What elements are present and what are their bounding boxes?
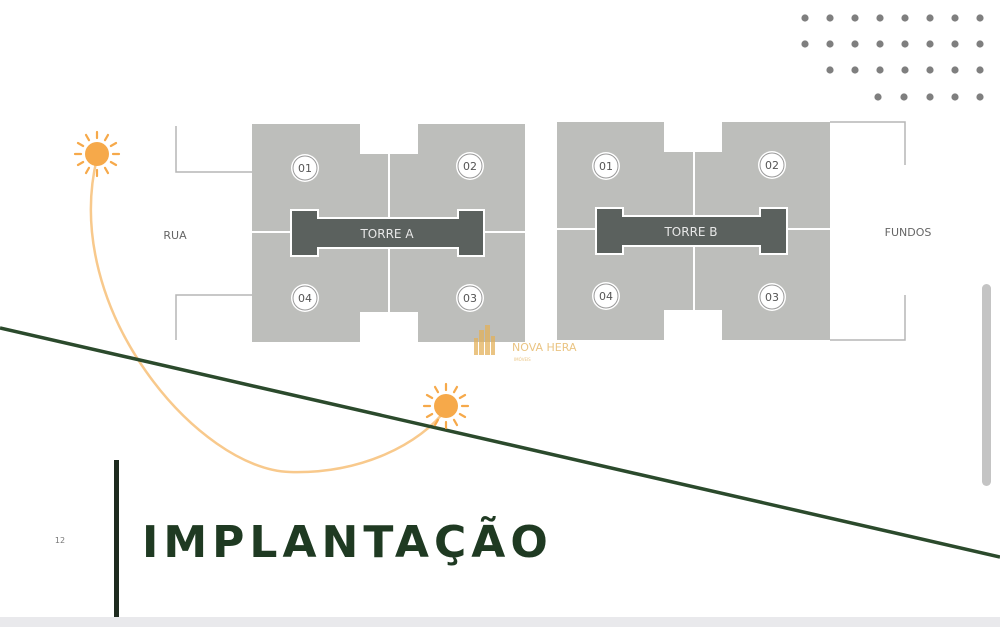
dot: [901, 14, 909, 22]
watermark-tagline: IMÓVEIS: [514, 357, 531, 362]
street-label: RUA: [163, 229, 187, 242]
unit-label: 02: [463, 160, 477, 173]
sun-path-arc: [89, 157, 449, 474]
dot: [851, 66, 859, 74]
dot: [926, 40, 934, 48]
dot: [926, 66, 934, 74]
dot: [826, 66, 834, 74]
dot: [976, 66, 984, 74]
tower-b: [557, 122, 830, 340]
watermark-brand: NOVA HERA: [512, 341, 577, 354]
dot: [851, 40, 859, 48]
dot: [801, 40, 809, 48]
bottom-edge: [0, 617, 1000, 627]
dot: [976, 93, 984, 101]
unit-badges: 01 02 04 03 01 02 04 03: [291, 151, 786, 312]
tower-b-core: [595, 207, 788, 255]
unit-label: 03: [765, 291, 779, 304]
dot: [826, 14, 834, 22]
dot: [876, 40, 884, 48]
title-accent-bar: [114, 460, 119, 620]
tower-a-core: [290, 209, 485, 257]
unit-label: 04: [298, 292, 312, 305]
unit-label: 02: [765, 159, 779, 172]
dot: [900, 93, 908, 101]
dot: [801, 14, 809, 22]
dot: [876, 66, 884, 74]
sun-icon: [73, 130, 121, 178]
dot: [926, 93, 934, 101]
dot: [926, 14, 934, 22]
dot: [901, 66, 909, 74]
page-number: 12: [55, 536, 65, 545]
tower-b-label: TORRE B: [663, 225, 717, 239]
building-logo-icon: [474, 325, 495, 355]
dot: [976, 40, 984, 48]
unit-label: 03: [463, 292, 477, 305]
dot: [901, 40, 909, 48]
page-title: IMPLANTAÇÃO: [142, 515, 553, 568]
diagonal-line: [0, 326, 1000, 559]
unit-label: 01: [298, 162, 312, 175]
back-label: FUNDOS: [885, 226, 932, 239]
dot: [826, 40, 834, 48]
dot: [876, 14, 884, 22]
dot: [874, 93, 882, 101]
dot: [951, 66, 959, 74]
dot: [976, 14, 984, 22]
dot: [951, 93, 959, 101]
dot: [951, 40, 959, 48]
unit-label: 01: [599, 160, 613, 173]
dot: [951, 14, 959, 22]
dot-pattern: [801, 14, 984, 101]
watermark: NOVA HERA IMÓVEIS: [474, 325, 577, 362]
tower-a: [252, 124, 525, 342]
sun-icon: [422, 382, 470, 430]
vertical-scrollbar[interactable]: [982, 284, 991, 486]
site-outline: [175, 121, 906, 341]
dot: [851, 14, 859, 22]
unit-label: 04: [599, 290, 613, 303]
tower-a-label: TORRE A: [359, 227, 414, 241]
